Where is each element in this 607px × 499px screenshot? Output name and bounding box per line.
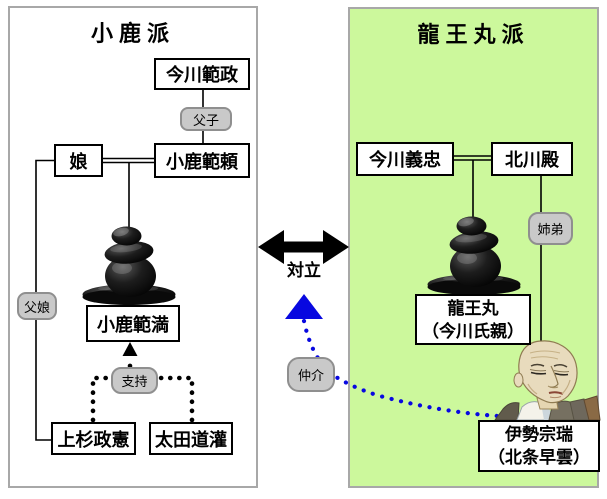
relation-label-chukai: 仲介: [287, 357, 335, 392]
ryuomaru-faction-title: 龍王丸派: [417, 22, 530, 48]
relation-text: 仲介: [297, 368, 324, 383]
person-box-oshika-noriyori: 小鹿範頼: [154, 143, 250, 178]
person-box-oshika-norimitsu: 小鹿範満: [86, 305, 180, 342]
person-box-ota-dokan: 太田道灌: [149, 422, 233, 455]
conflict-label: 対立: [287, 261, 321, 280]
person-box-kitagawa-dono: 北川殿: [491, 142, 573, 176]
support-arrowhead-icon: [122, 342, 138, 356]
conflict-double-arrow-icon: [258, 230, 349, 264]
relation-text: 父子: [192, 112, 219, 128]
person-name: 龍王丸: [447, 298, 499, 318]
person-box-ise-sozui: 伊勢宗瑞 （北条早雲）: [478, 420, 600, 472]
mediation-arrowhead-icon: [285, 294, 323, 319]
person-name: 小鹿範満: [97, 314, 169, 335]
support-dotted-line-uesugi: [90, 375, 114, 423]
person-box-musume: 娘: [54, 144, 103, 177]
person-name: 小鹿範頼: [166, 151, 238, 172]
relation-text: 父娘: [23, 299, 50, 315]
monk-portrait-icon: [494, 340, 601, 421]
person-box-imagawa-yoshitada: 今川義忠: [356, 142, 454, 176]
mediation-dotted-curve: [301, 318, 501, 419]
person-alias: （今川氏親）: [422, 321, 524, 341]
person-name: 今川義忠: [369, 150, 441, 170]
support-dotted-line-ota: [155, 375, 195, 423]
person-name: 北川殿: [505, 150, 559, 170]
relation-text: 支持: [121, 374, 148, 389]
relation-text: 姉弟: [537, 222, 564, 237]
relation-label-shitei: 姉弟: [528, 212, 573, 245]
relation-label-fushi: 父子: [180, 107, 232, 131]
person-name: 今川範政: [166, 65, 238, 85]
person-name: 娘: [69, 151, 88, 172]
person-box-ryuomaru: 龍王丸 （今川氏親）: [415, 294, 531, 345]
person-alias: （北条早雲）: [488, 448, 590, 467]
person-name: 伊勢宗瑞: [505, 425, 573, 444]
person-box-uesugi-masanori: 上杉政憲: [51, 422, 136, 455]
relation-label-shiji: 支持: [111, 367, 158, 394]
ojika-faction-title: 小鹿派: [90, 21, 175, 47]
relation-label-fujo: 父娘: [17, 292, 57, 320]
person-name: 上杉政憲: [57, 429, 130, 450]
person-name: 太田道灌: [155, 429, 227, 450]
person-box-imagawa-norimasa: 今川範政: [154, 58, 250, 90]
